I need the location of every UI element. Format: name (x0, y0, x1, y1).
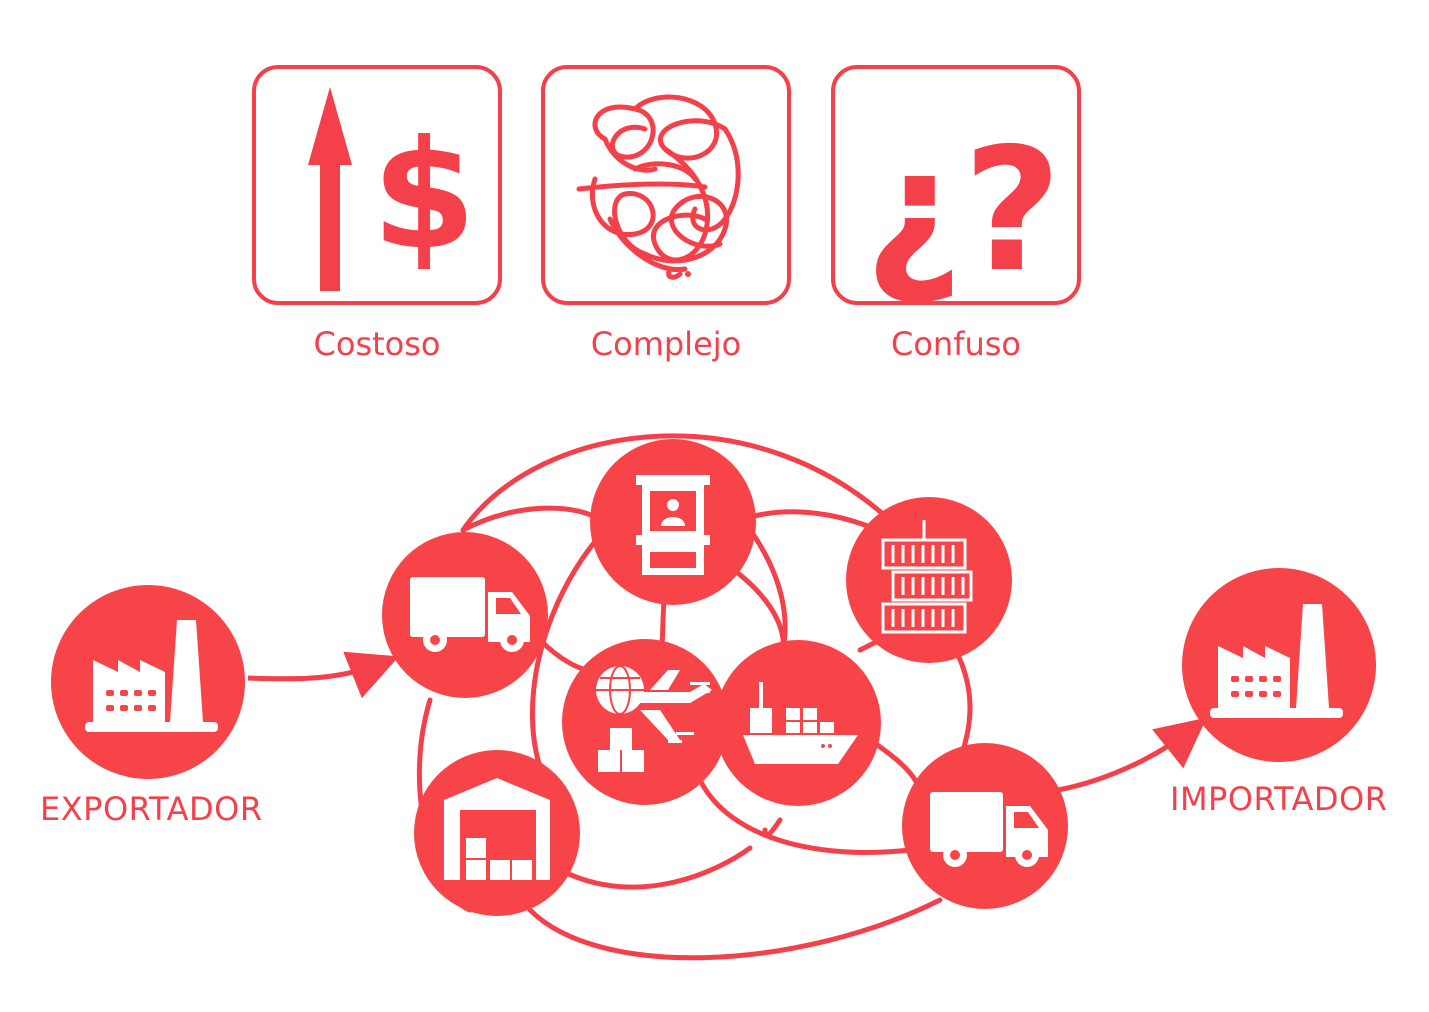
cargo-ship-icon (743, 682, 858, 764)
importer-arrow (1057, 717, 1207, 793)
importer-label: IMPORTADOR (1170, 780, 1388, 818)
air-freight-node (562, 639, 728, 805)
truck-node-left (382, 532, 548, 698)
exporter-arrow (247, 651, 399, 699)
costly-label: Costoso (313, 325, 441, 363)
stacked-containers-icon (881, 520, 973, 634)
route-line (557, 845, 753, 890)
warehouse-node (414, 750, 580, 916)
route-line (460, 433, 903, 533)
route-line (527, 897, 943, 961)
customs-node (590, 439, 756, 605)
tangle-icon (576, 94, 741, 280)
svg-text:¿?: ¿? (864, 112, 1061, 309)
route-line (697, 777, 913, 855)
complex-label: Complejo (590, 325, 742, 363)
svg-text:$: $ (372, 109, 476, 283)
question-marks-icon: ¿? (864, 112, 1061, 309)
route-line (867, 737, 923, 793)
confusing-label: Confuso (891, 325, 1021, 363)
complex-card (541, 65, 791, 305)
truck-node-right (902, 743, 1068, 909)
arrow-up-dollar-icon: $ (308, 87, 476, 291)
exporter-label: EXPORTADOR (40, 790, 263, 828)
importer-node (1182, 568, 1376, 762)
route-line (762, 817, 783, 838)
ship-node (715, 640, 881, 806)
truck-icon (930, 792, 1048, 867)
exporter-node (51, 585, 245, 779)
costly-card: $ (252, 65, 502, 305)
route-line (537, 637, 593, 673)
route-line (460, 505, 603, 533)
confusing-card: ¿? (831, 65, 1081, 309)
containers-node (846, 497, 1012, 663)
